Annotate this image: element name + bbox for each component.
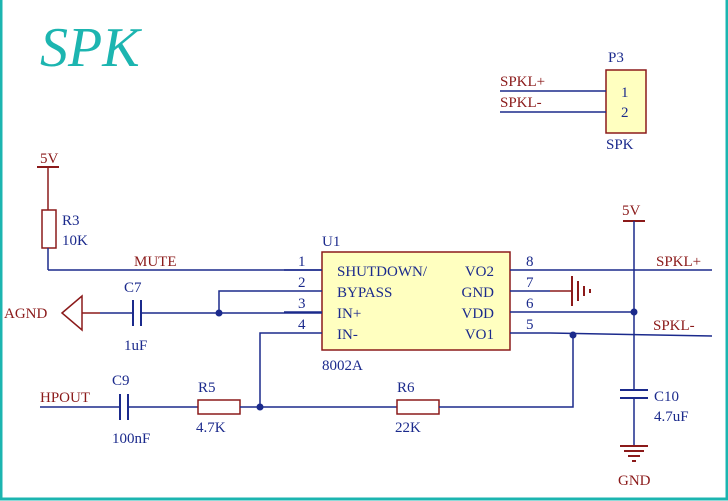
connector-p3: P3 SPK 1 2 SPKL+ SPKL- — [500, 50, 647, 153]
u1-pin5-name: VO1 — [465, 327, 494, 343]
wire-feedback — [439, 335, 574, 408]
r5-ref: R5 — [198, 380, 216, 396]
r6-body — [396, 399, 440, 415]
capacitor-c9: C9 100nF — [112, 373, 150, 447]
c10-ref: C10 — [654, 389, 679, 405]
connector-pin1-num: 1 — [621, 85, 629, 101]
net-label-spkl-minus: SPKL- — [653, 318, 695, 334]
wire-bypass — [218, 290, 284, 313]
resistor-r3: R3 10K — [41, 209, 88, 270]
junction-bypass — [215, 309, 223, 317]
c7-ref: C7 — [124, 280, 142, 296]
u1-pin8-name: VO2 — [465, 264, 494, 280]
c7-value: 1uF — [124, 338, 147, 354]
ground-symbol: GND — [618, 445, 651, 489]
ic-u1: U1 8002A 1 2 3 4 SHUTDOWN/ BYPASS IN+ IN… — [284, 234, 550, 374]
junction-vdd — [630, 308, 638, 316]
u1-ref: U1 — [322, 234, 340, 250]
junction-inminus — [256, 403, 264, 411]
connector-pin2-num: 2 — [621, 105, 629, 121]
resistor-r6: R6 22K — [395, 380, 440, 436]
u1-pin6-name: VDD — [462, 306, 495, 322]
connector-ref: P3 — [608, 50, 624, 66]
u1-pin2-name: BYPASS — [337, 285, 392, 301]
u1-pin4-name: IN- — [337, 327, 358, 343]
u1-pin3-name: IN+ — [337, 306, 361, 322]
net-label-mute: MUTE — [134, 254, 177, 270]
sheet-title: SPK — [40, 17, 142, 79]
junction-vo1 — [569, 331, 577, 339]
capacitor-c10: C10 4.7uF — [620, 389, 689, 425]
agnd-triangle — [60, 294, 83, 332]
r3-value: 10K — [62, 233, 88, 249]
capacitor-c7: C7 1uF — [124, 280, 147, 354]
r3-body — [41, 209, 57, 249]
u1-pin1-num: 1 — [298, 254, 306, 270]
connector-value: SPK — [606, 137, 634, 153]
connector-body — [605, 69, 647, 134]
wire-inminus — [259, 332, 284, 407]
u1-pin7-num: 7 — [526, 275, 534, 291]
resistor-r5: R5 4.7K — [196, 380, 241, 436]
net-label-agnd: AGND — [4, 306, 47, 322]
r5-value: 4.7K — [196, 420, 226, 436]
u1-pin5-num: 5 — [526, 317, 534, 333]
c9-value: 100nF — [112, 431, 150, 447]
agnd-symbol: AGND — [4, 294, 100, 332]
u1-pin6-num: 6 — [526, 296, 534, 312]
u1-body — [321, 251, 511, 351]
u1-pin7-name: GND — [462, 285, 495, 301]
supply-left-label: 5V — [40, 151, 59, 167]
r3-ref: R3 — [62, 213, 80, 229]
c10-value: 4.7uF — [654, 409, 689, 425]
u1-pin2-num: 2 — [298, 275, 306, 291]
r6-value: 22K — [395, 420, 421, 436]
supply-left-5v: 5V — [37, 151, 59, 210]
ground-pin7 — [550, 276, 591, 306]
wire-spkl-minus — [549, 332, 713, 337]
u1-pin3-num: 3 — [298, 296, 306, 312]
c9-ref: C9 — [112, 373, 130, 389]
u1-pin1-name: SHUTDOWN/ — [337, 264, 428, 280]
net-label-hpout: HPOUT — [40, 390, 90, 406]
connector-net-spkl-plus: SPKL+ — [500, 74, 545, 90]
connector-net-spkl-minus: SPKL- — [500, 95, 542, 111]
supply-right-label: 5V — [622, 203, 641, 219]
r6-ref: R6 — [397, 380, 415, 396]
u1-value: 8002A — [322, 358, 363, 374]
u1-pin8-num: 8 — [526, 254, 534, 270]
r5-body — [197, 399, 241, 415]
net-label-gnd: GND — [618, 473, 651, 489]
supply-right-5v: 5V — [622, 203, 645, 390]
net-label-spkl-plus: SPKL+ — [656, 254, 701, 270]
u1-pin4-num: 4 — [298, 317, 306, 333]
